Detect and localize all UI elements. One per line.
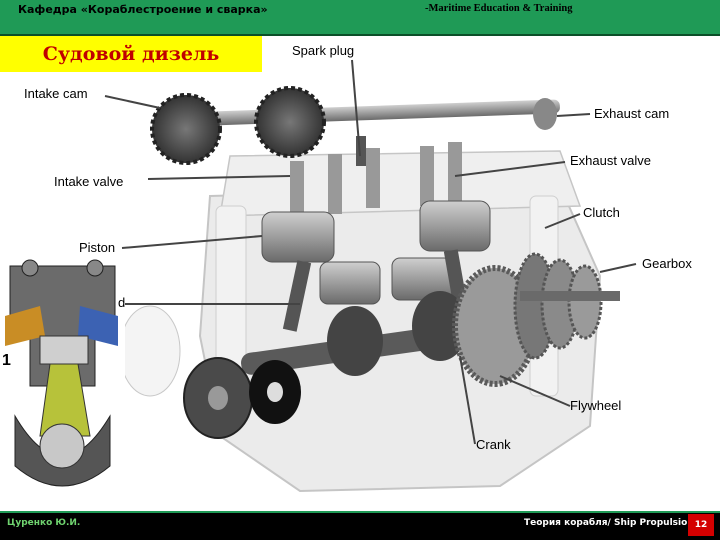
- course-name: Теория корабля/ Ship Propulsion: [524, 518, 694, 528]
- author-name: Цуренко Ю.И.: [7, 518, 81, 528]
- engine-cutaway-drawing: [0, 59, 637, 511]
- slide-title: Судовой дизель: [42, 43, 220, 65]
- flywheel-assembly: [183, 265, 538, 439]
- label-spark-plug: Spark plug: [292, 43, 355, 58]
- label-crank: Crank: [476, 437, 511, 452]
- label-exhaust-valve: Exhaust valve: [570, 153, 651, 168]
- header-divider: [0, 34, 720, 36]
- leader-lines: [104, 59, 637, 445]
- gearbox: [513, 252, 620, 360]
- camshaft: [150, 86, 560, 165]
- slide-title-box: Судовой дизель: [0, 36, 262, 72]
- education-subtitle: -Maritime Education & Training: [425, 3, 573, 14]
- label-intake-valve: Intake valve: [54, 174, 124, 189]
- label-flywheel: Flywheel: [570, 398, 622, 413]
- valves: [290, 136, 462, 221]
- cylinder-cross-section-inset: [0, 254, 125, 511]
- label-clutch: Clutch: [583, 205, 620, 220]
- inset-number: 1: [2, 352, 11, 369]
- label-piston: Piston: [79, 240, 116, 255]
- spark-plug-body: [356, 136, 366, 166]
- label-intake-cam: Intake cam: [24, 86, 88, 101]
- label-exhaust-cam: Exhaust cam: [594, 106, 670, 121]
- engine-illustration: Spark plug Intake cam Exhaust cam Exhaus…: [0, 36, 720, 511]
- page-number-badge: 12: [688, 514, 714, 536]
- slide-header: Кафедра «Кораблестроение и сварка» -Mari…: [0, 0, 720, 36]
- footer-divider: [0, 511, 720, 513]
- department-name: Кафедра «Кораблестроение и сварка»: [18, 3, 268, 16]
- label-gearbox: Gearbox: [642, 256, 692, 271]
- slide-footer: Цуренко Ю.И. Теория корабля/ Ship Propul…: [0, 511, 720, 540]
- label-rod-fragment: d: [118, 295, 126, 310]
